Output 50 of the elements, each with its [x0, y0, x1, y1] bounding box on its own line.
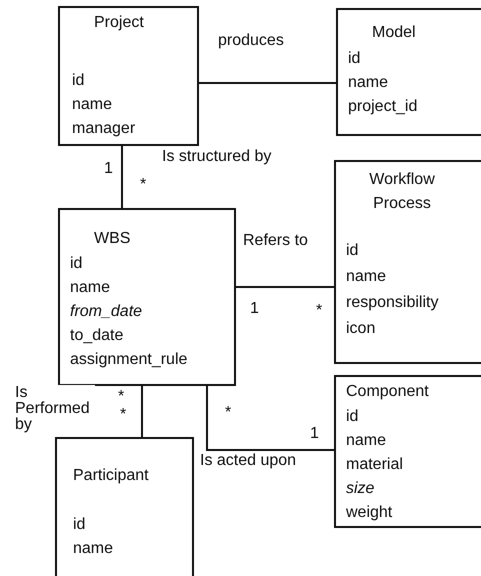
attribute-text: id: [73, 516, 86, 534]
entity-name: Workflow Process: [368, 170, 436, 214]
attribute-text: manager: [72, 120, 136, 138]
entity-name: WBS: [94, 230, 130, 248]
attribute-text: material: [346, 456, 403, 474]
entity-box: [55, 437, 194, 576]
entity-name: Project: [94, 14, 144, 32]
attribute-text: id: [72, 72, 84, 90]
attribute-text: to_date: [70, 327, 124, 345]
connector-line: [206, 386, 334, 451]
entity-name: Model: [372, 24, 416, 42]
connector-line: [199, 82, 336, 84]
edge-label: Is Performed by: [15, 385, 95, 433]
attribute-text: id: [346, 242, 358, 260]
entity-name: Component: [346, 383, 429, 401]
attribute-text: id: [346, 408, 358, 426]
multiplicity-label: 1: [104, 160, 113, 178]
attribute-text: project_id: [348, 98, 418, 116]
multiplicity-label: *: [225, 404, 232, 422]
edge-label: Is acted upon: [200, 452, 296, 470]
multiplicity-label: 1: [250, 300, 259, 318]
attribute-text: weight: [346, 504, 392, 522]
attribute-text: name: [346, 432, 386, 450]
edge-label: produces: [218, 32, 284, 50]
attribute-text: name: [348, 74, 388, 92]
attribute-text: name: [70, 279, 110, 297]
attribute-text: name: [72, 96, 112, 114]
attribute-text: id: [348, 50, 360, 68]
attribute-text: name: [73, 540, 114, 558]
connector-line: [236, 286, 334, 288]
multiplicity-label: *: [118, 388, 124, 406]
multiplicity-label: *: [140, 176, 146, 194]
multiplicity-label: *: [120, 406, 126, 424]
entity-box: [334, 160, 481, 364]
entity-name: Participant: [73, 467, 149, 485]
attribute-text: assignment_rule: [70, 351, 188, 369]
entity-box: [334, 375, 481, 528]
multiplicity-label: 1: [310, 425, 319, 443]
entity-box: [336, 8, 481, 136]
multiplicity-label: *: [316, 302, 322, 320]
attribute-text: icon: [346, 320, 376, 338]
entity-box: [58, 208, 236, 386]
attribute-text: size: [346, 480, 374, 498]
attribute-text: id: [70, 255, 82, 273]
attribute-text: from_date: [70, 303, 142, 321]
connector-line: [121, 146, 123, 208]
connector-line: [141, 386, 143, 437]
attribute-text: name: [346, 268, 386, 286]
attribute-text: responsibility: [346, 294, 438, 312]
entity-box: [58, 6, 199, 146]
